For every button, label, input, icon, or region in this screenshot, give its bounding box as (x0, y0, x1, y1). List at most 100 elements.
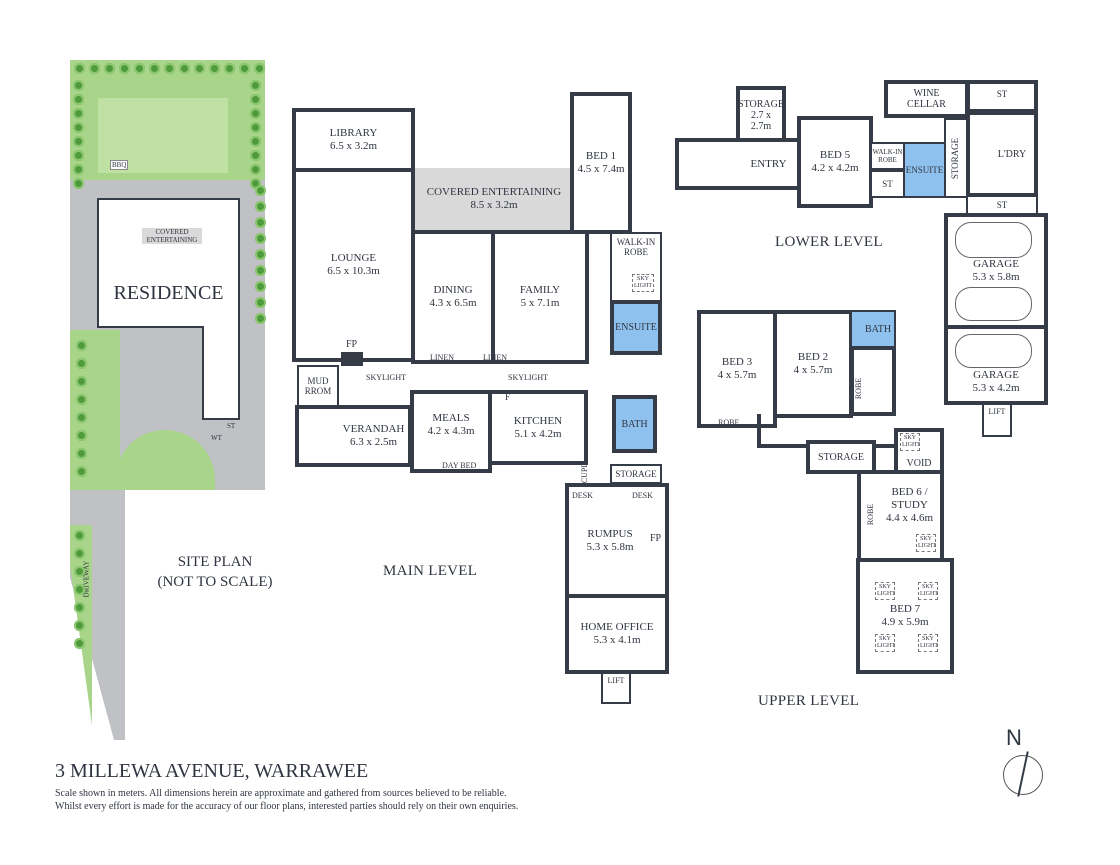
tree-icon (73, 178, 84, 189)
tree-icon (250, 94, 261, 105)
robe-label: ROBE (854, 377, 864, 400)
lawn-lower (70, 330, 120, 490)
property-title: 3 MILLEWA AVENUE, WARRAWEE (55, 760, 369, 782)
room-mud-room: MUD RROM (297, 365, 339, 407)
room-bath-upper: BATH (850, 310, 896, 348)
skylight: SKY LIGHT (918, 582, 938, 600)
compass: N (1000, 725, 1046, 800)
fireplace (341, 352, 363, 366)
tree-icon (255, 201, 266, 212)
tree-icon (74, 548, 85, 559)
disclaimer-line: Whilst every effort is made for the accu… (55, 801, 519, 812)
room-storage: STORAGE (610, 464, 662, 484)
skylight: SKY LIGHT (916, 534, 936, 552)
room-ensuite: ENSUITE (610, 300, 662, 355)
day-bed-label: DAY BED (442, 461, 477, 470)
bbq-label: BBQ (110, 160, 129, 170)
tree-icon (134, 63, 145, 74)
tree-icon (250, 108, 261, 119)
tree-icon (179, 63, 190, 74)
corridor (850, 346, 896, 416)
car-icon (955, 334, 1032, 368)
tree-icon (73, 164, 84, 175)
fridge-label: F (505, 392, 511, 402)
skylight: SKY LIGHT (632, 274, 654, 292)
tree-icon (74, 638, 85, 649)
tree-icon (255, 265, 266, 276)
tree-icon (74, 584, 85, 595)
tree-icon (250, 178, 261, 189)
room-st-bottom: ST (966, 195, 1038, 215)
tree-icon (255, 217, 266, 228)
tree-icon (250, 122, 261, 133)
site-plan-label: SITE PLAN (NOT TO SCALE) (140, 552, 290, 592)
room-entry: ENTRY (675, 138, 802, 190)
tree-icon (164, 63, 175, 74)
compass-north-label: N (1006, 725, 1022, 750)
tree-icon (255, 249, 266, 260)
skylight: SKY LIGHT (900, 433, 920, 451)
desk-label: DESK (572, 491, 593, 500)
disclaimer: Scale shown in meters. All dimensions he… (55, 787, 518, 813)
tree-icon (73, 94, 84, 105)
disclaimer-line: Scale shown in meters. All dimensions he… (55, 788, 507, 799)
skylight-label: SKYLIGHT (366, 373, 406, 382)
fireplace-rumpus-label: FP (650, 533, 662, 544)
tree-icon (209, 63, 220, 74)
room-st-top: ST (966, 80, 1038, 113)
residence-label: RESIDENCE (113, 282, 224, 304)
room-ensuite-lower: ENSUITE (903, 142, 946, 198)
robe-label: ROBE (866, 503, 876, 526)
tree-icon (76, 394, 87, 405)
tree-icon (250, 150, 261, 161)
tree-icon (255, 185, 266, 196)
tree-icon (74, 566, 85, 577)
site-plan-subtitle: (NOT TO SCALE) (157, 574, 273, 590)
tree-icon (255, 297, 266, 308)
skylight: SKY LIGHT (875, 582, 895, 600)
tree-icon (76, 376, 87, 387)
tree-icon (74, 63, 85, 74)
site-plan-title: SITE PLAN (177, 554, 253, 570)
tree-icon (76, 340, 87, 351)
room-lift-lower: LIFT (982, 403, 1012, 437)
tree-icon (76, 466, 87, 477)
room-lift: LIFT (601, 672, 631, 704)
tree-icon (149, 63, 160, 74)
tree-icon (119, 63, 130, 74)
tree-icon (104, 63, 115, 74)
room-wine-cellar: WINE CELLAR (884, 80, 969, 118)
residence: COVERED ENTERTAINING RESIDENCE ST WT (97, 198, 240, 442)
room-storage-upper: STORAGE (806, 440, 876, 474)
tree-icon (255, 233, 266, 244)
room-storage-vertical: STORAGE (944, 118, 968, 198)
car-icon (955, 287, 1032, 321)
lower-level-label: LOWER LEVEL (775, 234, 883, 250)
tree-icon (73, 136, 84, 147)
tree-icon (74, 620, 85, 631)
room-laundry: L'DRY (966, 111, 1038, 197)
st-label: ST (227, 422, 236, 430)
compass-icon (1003, 755, 1043, 795)
covered-entertaining-label: COVERED ENTERTAINING (142, 228, 202, 244)
tree-icon (194, 63, 205, 74)
linen-label: LINEN (430, 353, 454, 362)
cupboard-label: CUPD (580, 461, 590, 484)
tree-icon (250, 136, 261, 147)
tree-icon (250, 164, 261, 175)
tree-icon (76, 358, 87, 369)
room-st: ST (870, 170, 905, 198)
tree-icon (254, 63, 265, 74)
tree-icon (239, 63, 250, 74)
